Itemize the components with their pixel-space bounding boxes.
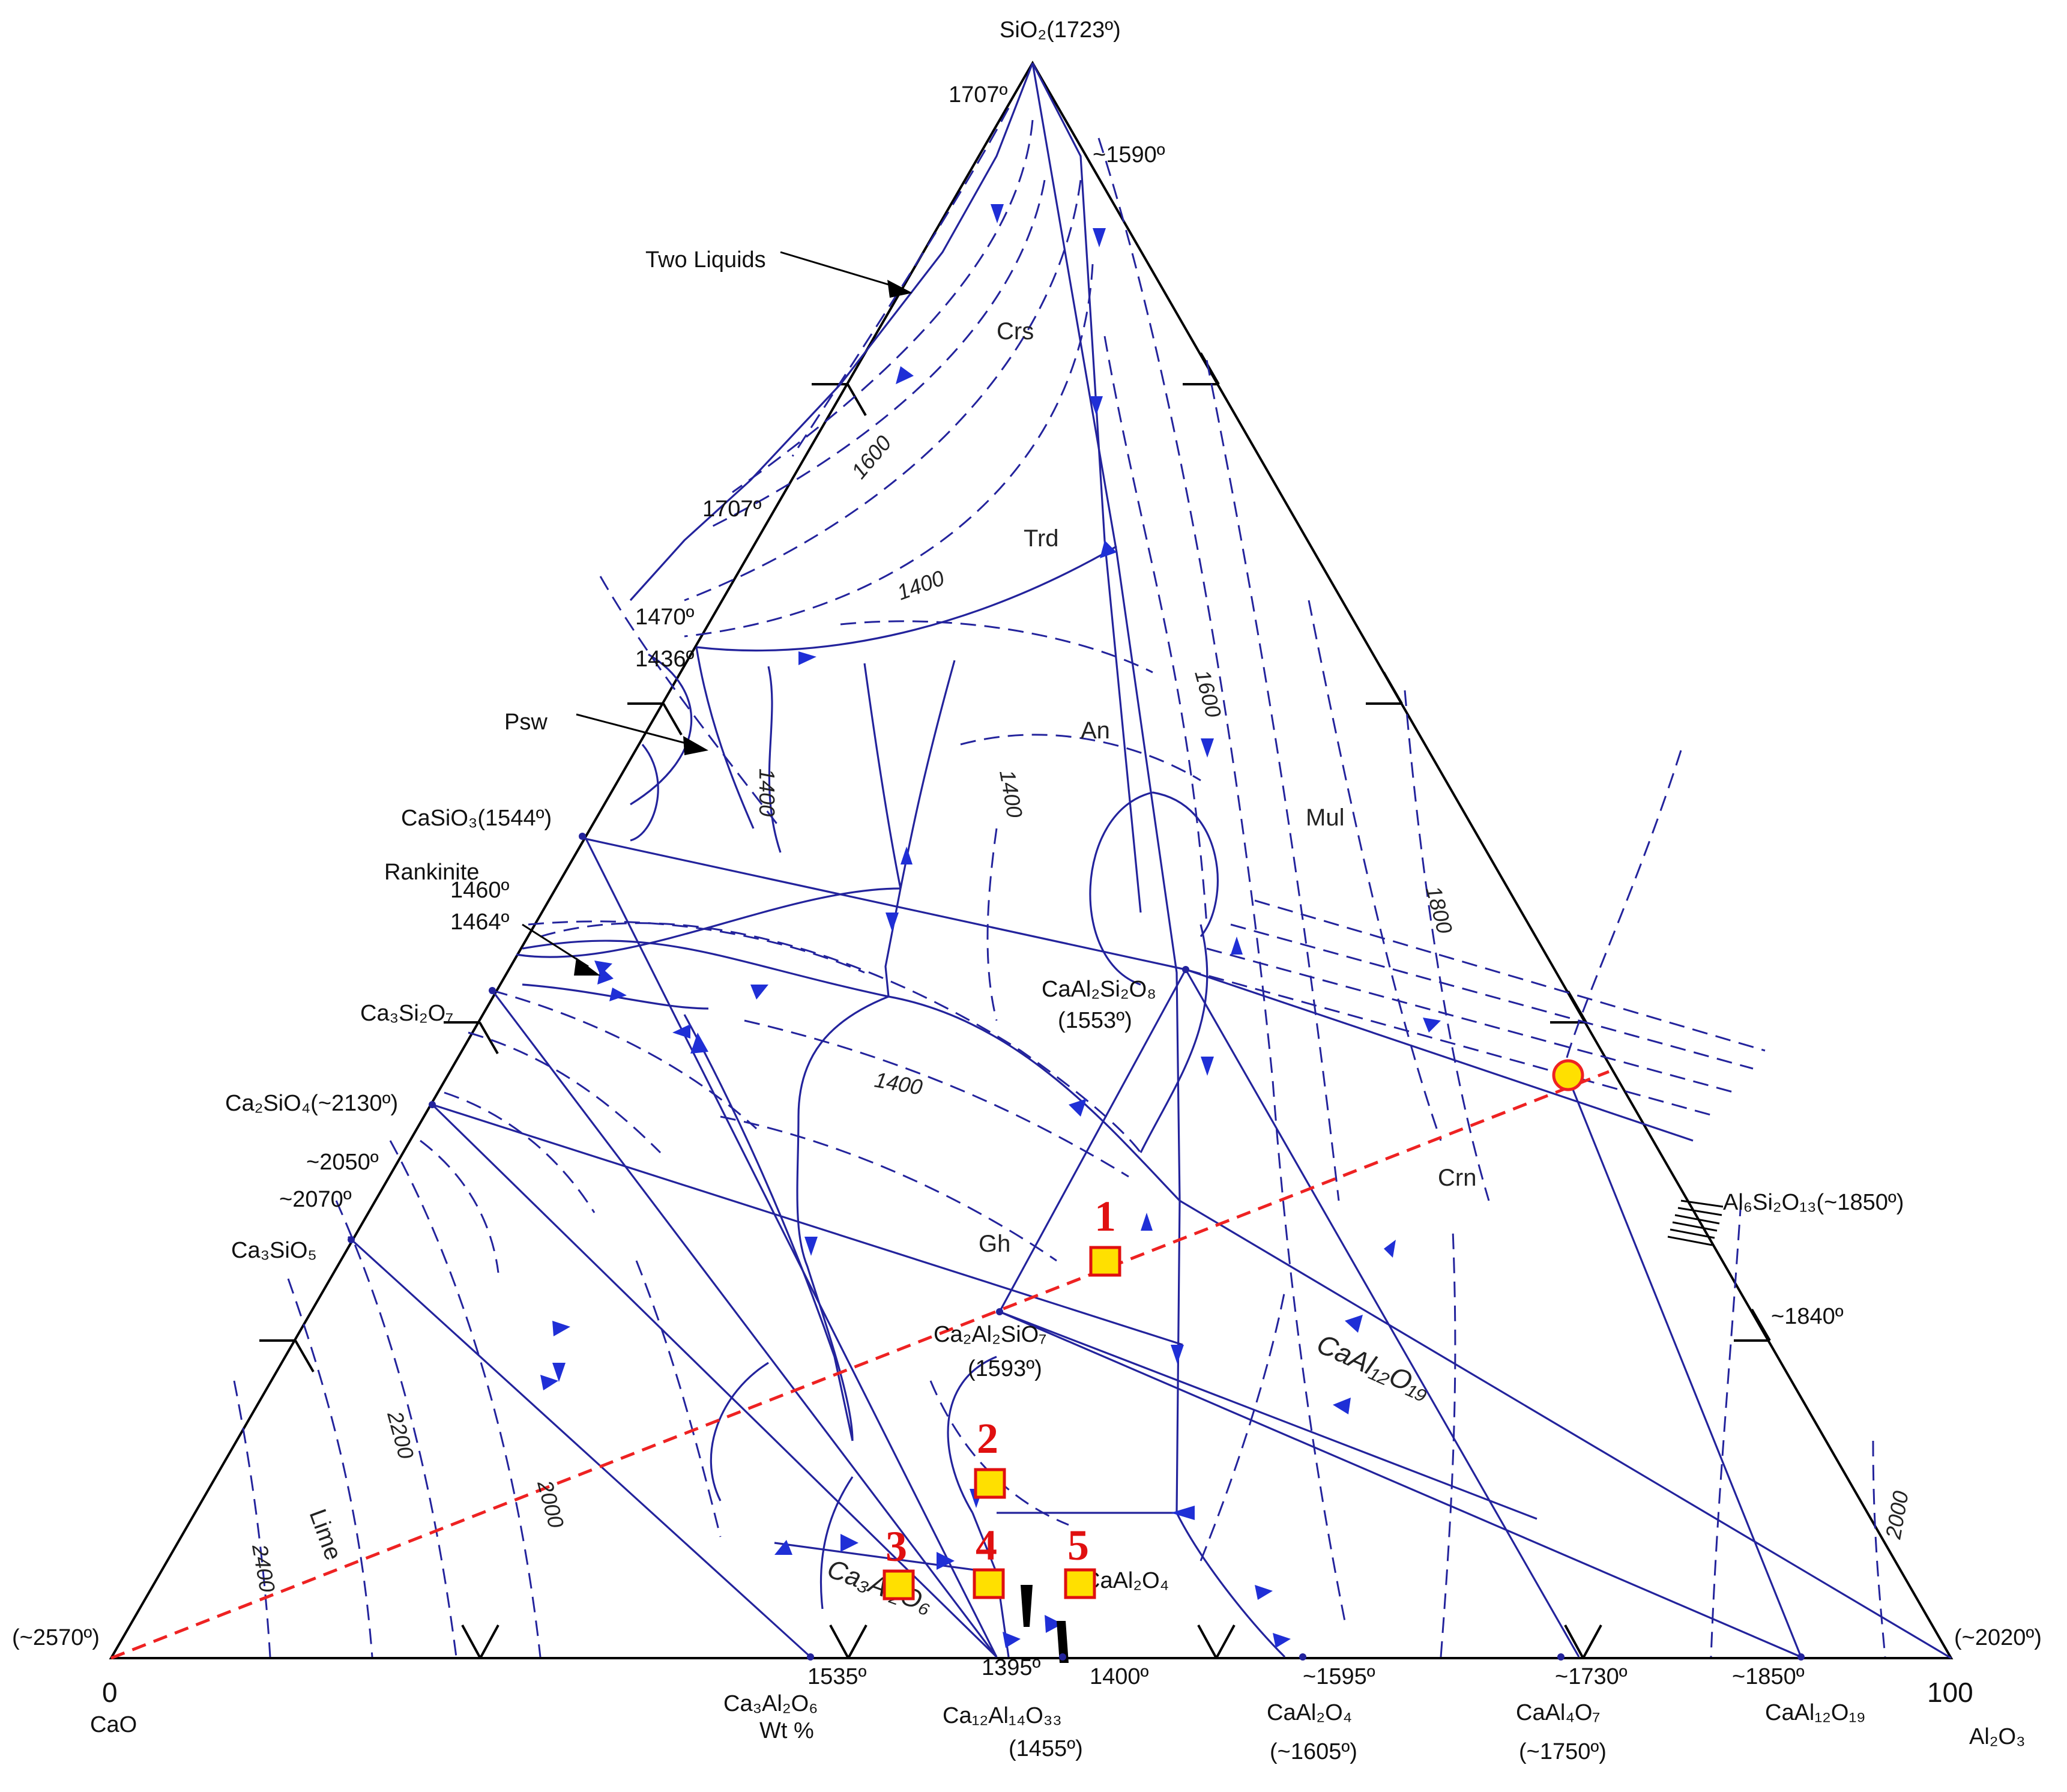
temp-1436: 1436º (635, 647, 695, 672)
vertex-sio2-label: SiO₂(1723º) (1000, 17, 1121, 43)
base-wt-label: Wt % (759, 1718, 814, 1743)
vertex-al2o3-temp: (~2020º) (1954, 1625, 2042, 1650)
temp-1590: ~1590º (1093, 142, 1165, 167)
ca2sio4-label: Ca₂SiO₄(~2130º) (225, 1091, 398, 1116)
compound-points (348, 833, 1805, 1661)
sample-marker-4-label: 4 (976, 1521, 997, 1569)
anorthite-temp: (1553º) (1058, 1008, 1132, 1033)
mullite-label: Al₆Si₂O₁₃(~1850º) (1723, 1190, 1904, 1215)
base-ca6-label: CaAl₁₂O₁₉ (1765, 1700, 1865, 1725)
ca-inner-label: CaAl₂O₄ (1084, 1568, 1169, 1593)
isotherm-2200: 2200 (382, 1408, 419, 1461)
vertex-cao-temp: (~2570º) (12, 1625, 100, 1650)
annotation-labels: Two Liquids Psw Rankinite (384, 247, 766, 885)
base-ca-label: CaAl₂O₄ (1267, 1700, 1352, 1725)
sample-marker-3-label: 3 (886, 1522, 907, 1570)
isotherm-2000-b: 2000 (1880, 1489, 1913, 1541)
vertex-cao-zero: 0 (102, 1677, 118, 1708)
sample-marker-5-label: 5 (1067, 1521, 1089, 1569)
sample-marker-1-label: 1 (1094, 1192, 1116, 1240)
base-temp-1730: ~1730º (1555, 1664, 1628, 1689)
temp-1470: 1470º (635, 605, 695, 630)
isotherm-1600-b: 1600 (1190, 667, 1226, 720)
base-c12a7-temp: (1455º) (1009, 1736, 1083, 1761)
sample-markers: 1 2 3 4 5 (883, 1192, 1121, 1600)
base-labels: 1535º 1395º 1400º ~1595º ~1730º ~1850º C… (723, 1655, 1865, 1764)
vertex-cao-label: CaO (90, 1712, 137, 1737)
field-crn: Crn (1438, 1165, 1476, 1191)
temp-1840: ~1840º (1771, 1304, 1844, 1329)
ca3sio5-label: Ca₃SiO₅ (231, 1238, 317, 1263)
temp-2070: ~2070º (279, 1187, 352, 1212)
annotation-arrows (522, 251, 1724, 1663)
temp-1707-top: 1707º (949, 82, 1008, 107)
isotherm-2400: 2400 (247, 1542, 280, 1594)
two-liquids-label: Two Liquids (645, 247, 766, 273)
sample-marker-3: 3 (883, 1522, 915, 1600)
base-ca-temp: (~1605º) (1270, 1739, 1357, 1764)
direction-arrows (540, 204, 1441, 1648)
base-temp-1400: 1400º (1090, 1664, 1149, 1689)
vertex-labels: SiO₂(1723º) (~2570º) 0 CaO (~2020º) 100 … (12, 17, 2042, 1749)
isotherm-1400-c: 1400 (995, 768, 1027, 819)
sample-marker-5: 5 (1064, 1521, 1096, 1599)
ca6-inner-label: CaAl₁₂O₁₉ (1312, 1328, 1435, 1405)
isotherms-dashed (233, 107, 1886, 1658)
psw-label: Psw (504, 710, 548, 735)
base-temp-1850: ~1850º (1732, 1664, 1805, 1689)
base-temp-1395: 1395º (982, 1655, 1041, 1680)
sample-marker-1: 1 (1089, 1192, 1121, 1277)
field-lime: Lime (304, 1506, 347, 1564)
isotherm-1400-b: 1400 (755, 768, 779, 816)
temp-1707-edge: 1707º (702, 496, 762, 522)
casio3-label: CaSiO₃(1544º) (401, 806, 552, 831)
base-c3a-label: Ca₃Al₂O₆ (723, 1691, 818, 1716)
temp-1464: 1464º (450, 910, 510, 935)
isotherm-1800: 1800 (1421, 883, 1457, 936)
base-c12a7-label: Ca₁₂Al₁₄O₃₃ (943, 1703, 1062, 1728)
vertex-al2o3-100: 100 (1927, 1677, 1973, 1708)
field-gh: Gh (979, 1231, 1010, 1257)
sample-marker-4: 4 (973, 1521, 1005, 1599)
ca3si2o7-label: Ca₃Si₂O₇ (360, 1001, 453, 1026)
vertex-al2o3-label: Al₂O₃ (1969, 1724, 2026, 1749)
base-temp-1535: 1535º (807, 1664, 867, 1689)
sample-marker-2: 2 (974, 1414, 1006, 1499)
temp-1460: 1460º (450, 878, 510, 903)
field-mul: Mul (1306, 804, 1344, 831)
anorthite-label: CaAl₂Si₂O₈ (1042, 977, 1156, 1002)
isotherm-1400-a: 1400 (894, 566, 947, 605)
gehlenite-label: Ca₂Al₂SiO₇ (934, 1322, 1046, 1347)
sample-marker-2-label: 2 (977, 1414, 998, 1462)
field-an: An (1081, 717, 1110, 744)
isotherm-2000-a: 2000 (533, 1477, 569, 1530)
field-crs: Crs (997, 318, 1034, 345)
base-ca2-temp: (~1750º) (1519, 1739, 1607, 1764)
red-line-endpoint-circle (1552, 1059, 1584, 1091)
gehlenite-temp: (1593º) (968, 1356, 1042, 1381)
base-ca2-label: CaAl₄O₇ (1516, 1700, 1601, 1725)
phase-boundaries-solid (347, 62, 1952, 1659)
temp-2050: ~2050º (306, 1150, 379, 1175)
red-dashed-line (110, 1070, 1610, 1660)
c3a-inner-label: Ca₃Al₂O₆ (824, 1554, 937, 1619)
rankinite-label: Rankinite (384, 860, 479, 885)
edge-temperature-labels: 1707º ~1590º 1707º 1470º 1436º 1460º 146… (279, 82, 1844, 1329)
base-temp-1595: ~1595º (1303, 1664, 1375, 1689)
edge-ticks (259, 352, 1771, 1659)
isotherm-1600-a: 1600 (846, 430, 896, 483)
triangle-frame (109, 60, 1954, 1659)
field-trd: Trd (1024, 525, 1059, 552)
